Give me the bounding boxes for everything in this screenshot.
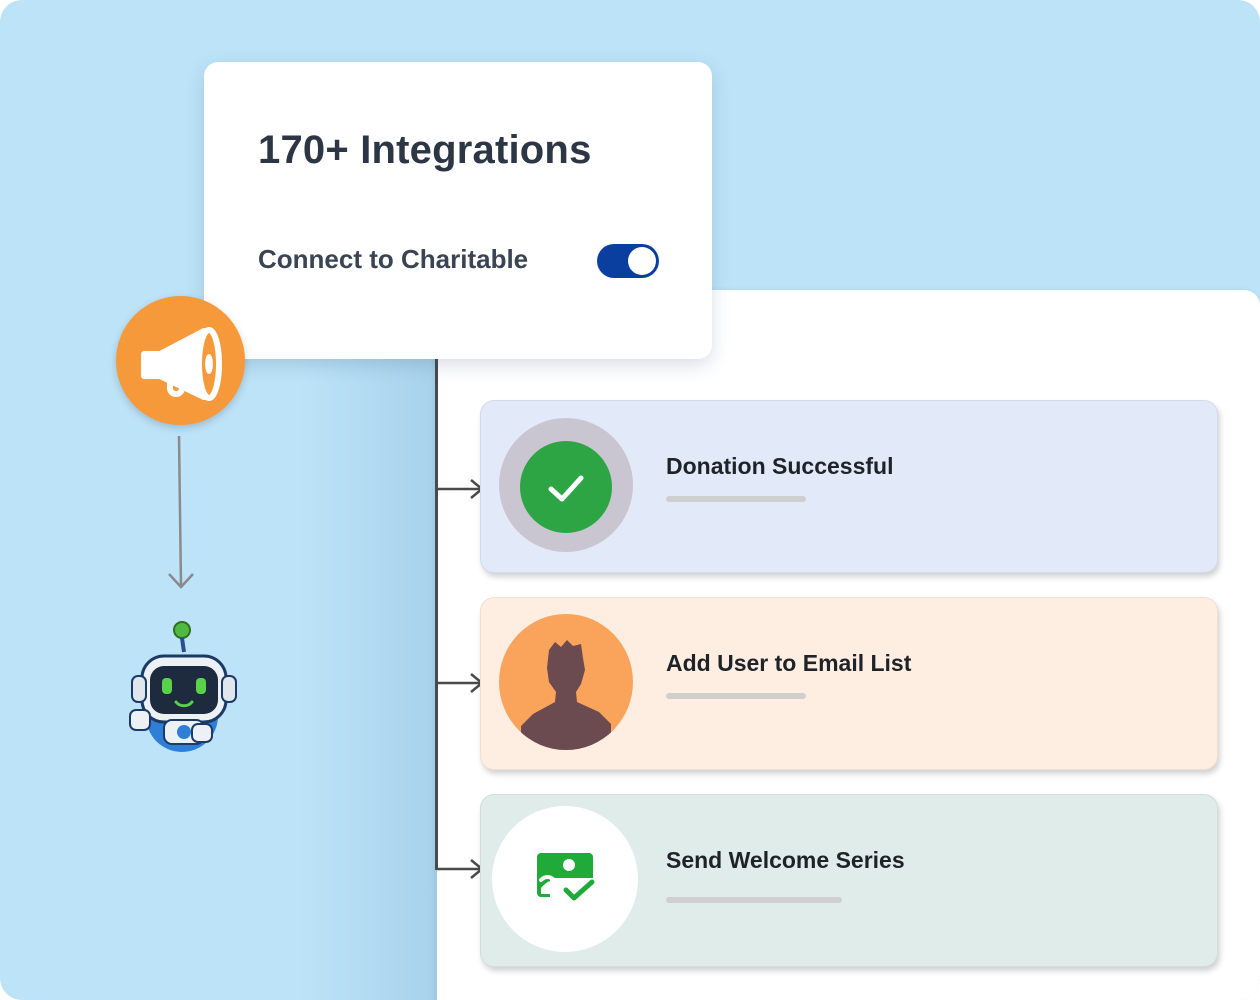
arrow-right-icon	[437, 479, 484, 499]
toggle-knob	[628, 247, 656, 275]
step-title: Donation Successful	[666, 453, 894, 479]
panel-shadow	[300, 300, 437, 1000]
user-avatar-icon	[499, 614, 633, 750]
step-send-welcome-series[interactable]: Send Welcome Series	[480, 794, 1218, 967]
placeholder-bar	[666, 496, 806, 502]
connector-line	[435, 358, 438, 870]
step-title: Send Welcome Series	[666, 847, 905, 873]
robot-mascot-icon	[129, 621, 237, 752]
placeholder-bar	[666, 897, 842, 903]
placeholder-bar	[666, 693, 806, 699]
arrow-down-icon	[168, 436, 194, 589]
step-donation-successful[interactable]: Donation Successful	[480, 400, 1218, 573]
image-check-icon	[492, 806, 638, 952]
step-add-user-to-email-list[interactable]: Add User to Email List	[480, 597, 1218, 770]
connect-toggle[interactable]	[597, 244, 659, 278]
check-circle-icon	[499, 418, 633, 552]
integrations-card: 170+ Integrations Connect to Charitable	[204, 62, 712, 359]
arrow-right-icon	[437, 859, 484, 879]
megaphone-icon	[116, 296, 245, 425]
card-title: 170+ Integrations	[258, 128, 592, 172]
arrow-right-icon	[437, 673, 484, 693]
connect-label: Connect to Charitable	[258, 244, 529, 274]
step-title: Add User to Email List	[666, 650, 912, 676]
